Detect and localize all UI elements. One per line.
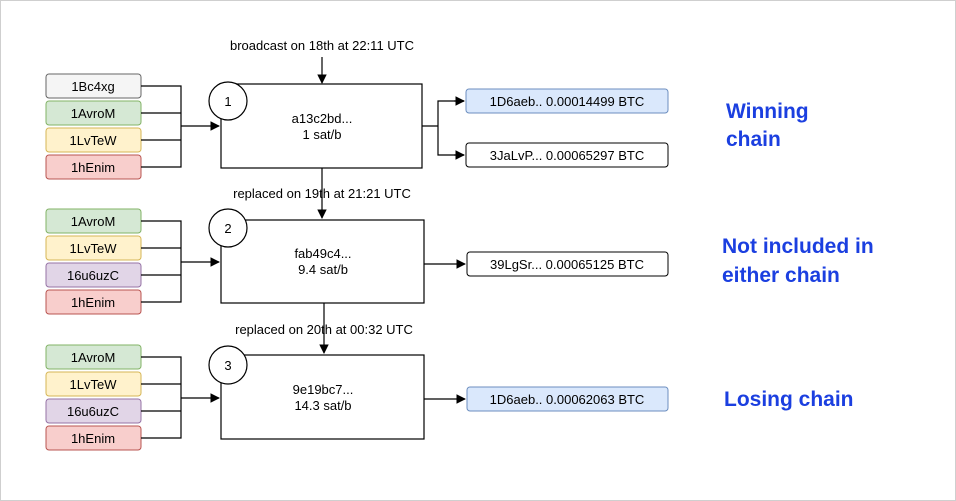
- broadcast-label: broadcast on 18th at 22:11 UTC: [230, 38, 414, 53]
- tx3-output-1-label: 1D6aeb.. 0.00062063 BTC: [490, 392, 645, 407]
- tx3-input-2-label: 1LvTeW: [70, 377, 118, 392]
- tx3-feerate: 14.3 sat/b: [294, 398, 351, 413]
- winning-chain-label-2: chain: [726, 128, 781, 151]
- tx3-input-connectors: [141, 356, 182, 439]
- tx3-input-3-label: 16u6uzC: [67, 404, 119, 419]
- tx3-txid: 9e19bc7...: [293, 382, 354, 397]
- tx1-output-2: [465, 142, 669, 168]
- tx1-input-connectors: [141, 85, 182, 168]
- transaction-1: 1Bc4xg 1AvroM 1LvTeW 1hEnim 1 a13c2bd...…: [45, 73, 809, 180]
- not-included-label-1: Not included in: [722, 235, 874, 258]
- losing-chain-label: Losing chain: [724, 388, 854, 411]
- tx1-input-2-label: 1AvroM: [71, 106, 116, 121]
- tx2-number: 2: [224, 221, 231, 236]
- tx1-input-3-label: 1LvTeW: [70, 133, 118, 148]
- tx1-txid: a13c2bd...: [292, 111, 353, 126]
- tx2-output-1-label: 39LgSr... 0.00065125 BTC: [490, 257, 644, 272]
- tx2-input-2-label: 1LvTeW: [70, 241, 118, 256]
- tx3-number-badge: [208, 345, 248, 385]
- tx3-input-4-label: 1hEnim: [71, 431, 115, 446]
- tx1-output-1: [465, 88, 669, 114]
- transaction-2: 1AvroM 1LvTeW 16u6uzC 1hEnim 2 fab49c4..…: [45, 208, 874, 315]
- tx1-number: 1: [224, 94, 231, 109]
- winning-chain-label-1: Winning: [726, 100, 809, 123]
- tx1-output-connectors: [422, 100, 464, 156]
- tx3-input-1-label: 1AvroM: [71, 350, 116, 365]
- tx1-feerate: 1 sat/b: [302, 127, 341, 142]
- tx1-box: [220, 83, 423, 169]
- tx2-input-4-label: 1hEnim: [71, 295, 115, 310]
- tx2-feerate: 9.4 sat/b: [298, 262, 348, 277]
- tx2-input-1-label: 1AvroM: [71, 214, 116, 229]
- tx2-input-3-label: 16u6uzC: [67, 268, 119, 283]
- tx3-box: [220, 354, 425, 440]
- tx1-number-badge: [208, 81, 248, 121]
- tx1-input-1-label: 1Bc4xg: [71, 79, 114, 94]
- tx2-txid: fab49c4...: [294, 246, 351, 261]
- tx3-number: 3: [224, 358, 231, 373]
- transaction-3: 1AvroM 1LvTeW 16u6uzC 1hEnim 3 9e19bc7..…: [45, 344, 854, 451]
- tx1-output-1-label: 1D6aeb.. 0.00014499 BTC: [490, 94, 645, 109]
- tx2-input-connectors: [141, 220, 182, 303]
- tx2-box: [220, 219, 425, 304]
- tx2-number-badge: [208, 208, 248, 248]
- not-included-label-2: either chain: [722, 264, 840, 287]
- tx2-output-1: [466, 251, 669, 277]
- tx1-input-4-label: 1hEnim: [71, 160, 115, 175]
- tx1-output-2-label: 3JaLvP... 0.00065297 BTC: [490, 148, 644, 163]
- tx3-output-1: [466, 386, 669, 412]
